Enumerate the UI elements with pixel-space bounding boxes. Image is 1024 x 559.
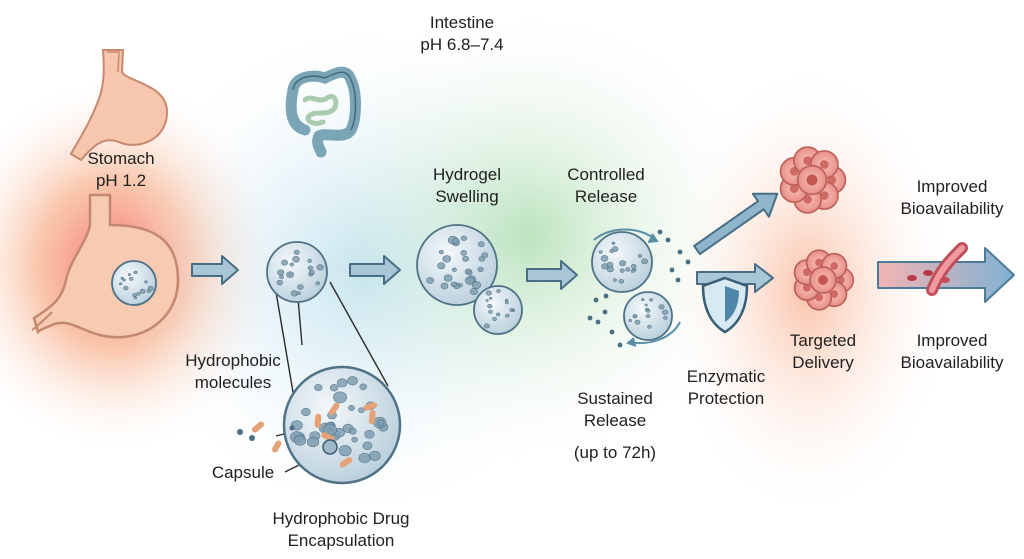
encapsulation-label: Hydrophobic Drug Encapsulation — [246, 508, 436, 552]
release-bead-bottom — [623, 291, 673, 341]
capsule-label: Capsule — [211, 463, 275, 482]
release-bead-top — [591, 231, 653, 293]
arrow-2 — [349, 255, 401, 285]
encapsulation-line-1: Hydrophobic Drug — [272, 509, 410, 528]
swollen-bead-small — [473, 285, 523, 335]
swelling-line-2: Swelling — [435, 187, 499, 206]
shield-icon — [701, 276, 749, 334]
bioavailability-arrow — [877, 242, 1015, 303]
bio-bottom-line-2: Bioavailability — [900, 353, 1004, 372]
intestine-ph: pH 6.8–7.4 — [420, 35, 504, 54]
free-drug-molecules — [237, 421, 295, 453]
blood-vessel-icon — [907, 242, 968, 296]
targeted-line-1: Targeted — [789, 331, 857, 350]
targeted-line-2: Delivery — [792, 353, 854, 372]
intestine-glow — [280, 0, 780, 475]
improved-bioavailability-top: Improved Bioavailability — [885, 176, 1019, 220]
encapsulation-sphere — [282, 365, 402, 485]
arrow-diagonal — [693, 192, 779, 256]
intestine-label: Intestine pH 6.8–7.4 — [392, 12, 532, 56]
enzymatic-line-2: Protection — [687, 389, 765, 408]
arrow-1 — [191, 255, 239, 285]
hydrophobic-molecules-line-2: molecules — [194, 373, 272, 392]
stomach-icon — [69, 49, 169, 162]
sustained-line-1: Sustained — [577, 389, 653, 408]
enzymatic-protection-label: Enzymatic Protection — [670, 366, 782, 410]
sustained-line-2: Release — [583, 411, 647, 430]
arrow-3 — [526, 260, 578, 290]
hydrophobic-molecules-line-1: Hydrophobic — [185, 351, 281, 370]
stomach-label: Stomach pH 1.2 — [66, 148, 176, 192]
hydrophobic-molecules-label: Hydrophobic molecules — [168, 350, 298, 394]
stomach-title: Stomach — [87, 149, 155, 168]
improved-bioavailability-bottom: Improved Bioavailability — [885, 330, 1019, 374]
cell-cluster-icon — [779, 146, 847, 214]
cell-cluster-icon — [793, 249, 855, 311]
swelling-line-1: Hydrogel — [432, 165, 502, 184]
intestine-icon — [285, 66, 361, 158]
sustained-release-label: Sustained Release (up to 72h) — [560, 388, 670, 464]
targeted-delivery-label: Targeted Delivery — [768, 330, 878, 374]
sustained-duration: (up to 72h) — [573, 443, 657, 462]
controlled-line-2: Release — [574, 187, 638, 206]
bio-top-line-1: Improved — [916, 177, 988, 196]
enzymatic-line-1: Enzymatic — [686, 367, 766, 386]
hydrogel-bead — [266, 241, 328, 303]
intestine-title: Intestine — [429, 13, 495, 32]
flow-arrows — [191, 192, 779, 293]
stomach-bead — [111, 260, 157, 306]
hydrogel-beads — [111, 224, 673, 485]
release-arrows — [593, 228, 681, 347]
controlled-line-1: Controlled — [567, 165, 645, 184]
stomach-ph: pH 1.2 — [95, 171, 147, 190]
bio-top-line-2: Bioavailability — [900, 199, 1004, 218]
released-drug-particles — [587, 229, 691, 348]
hydrogel-swelling-label: Hydrogel Swelling — [412, 164, 522, 208]
swollen-bead-large — [416, 224, 498, 306]
bio-bottom-line-1: Improved — [916, 331, 988, 350]
controlled-release-label: Controlled Release — [548, 164, 664, 208]
encapsulation-line-2: Encapsulation — [287, 531, 395, 550]
